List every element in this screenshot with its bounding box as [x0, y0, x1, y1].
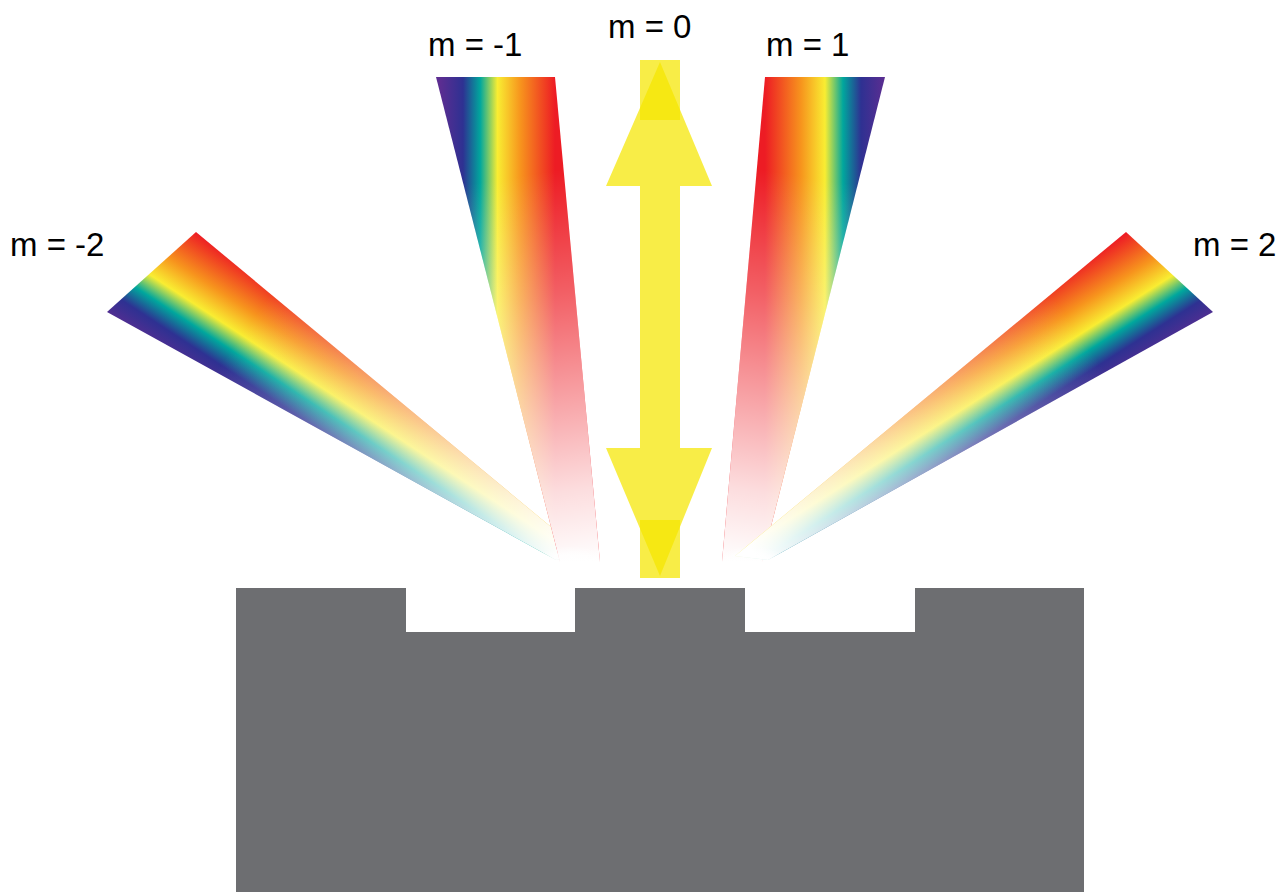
- order-label: m = -1: [428, 28, 522, 61]
- glow: [710, 546, 794, 590]
- zero-order-beam: [606, 60, 712, 578]
- grating-surface: [236, 588, 1084, 892]
- glow: [528, 546, 612, 590]
- spectrum-beam: [735, 232, 1213, 560]
- order-label: m = 1: [766, 28, 849, 61]
- spectrum-beam: [436, 77, 600, 562]
- order-label: m = -2: [10, 228, 104, 261]
- order-label: m = 2: [1193, 228, 1276, 261]
- order-label: m = 0: [608, 10, 691, 43]
